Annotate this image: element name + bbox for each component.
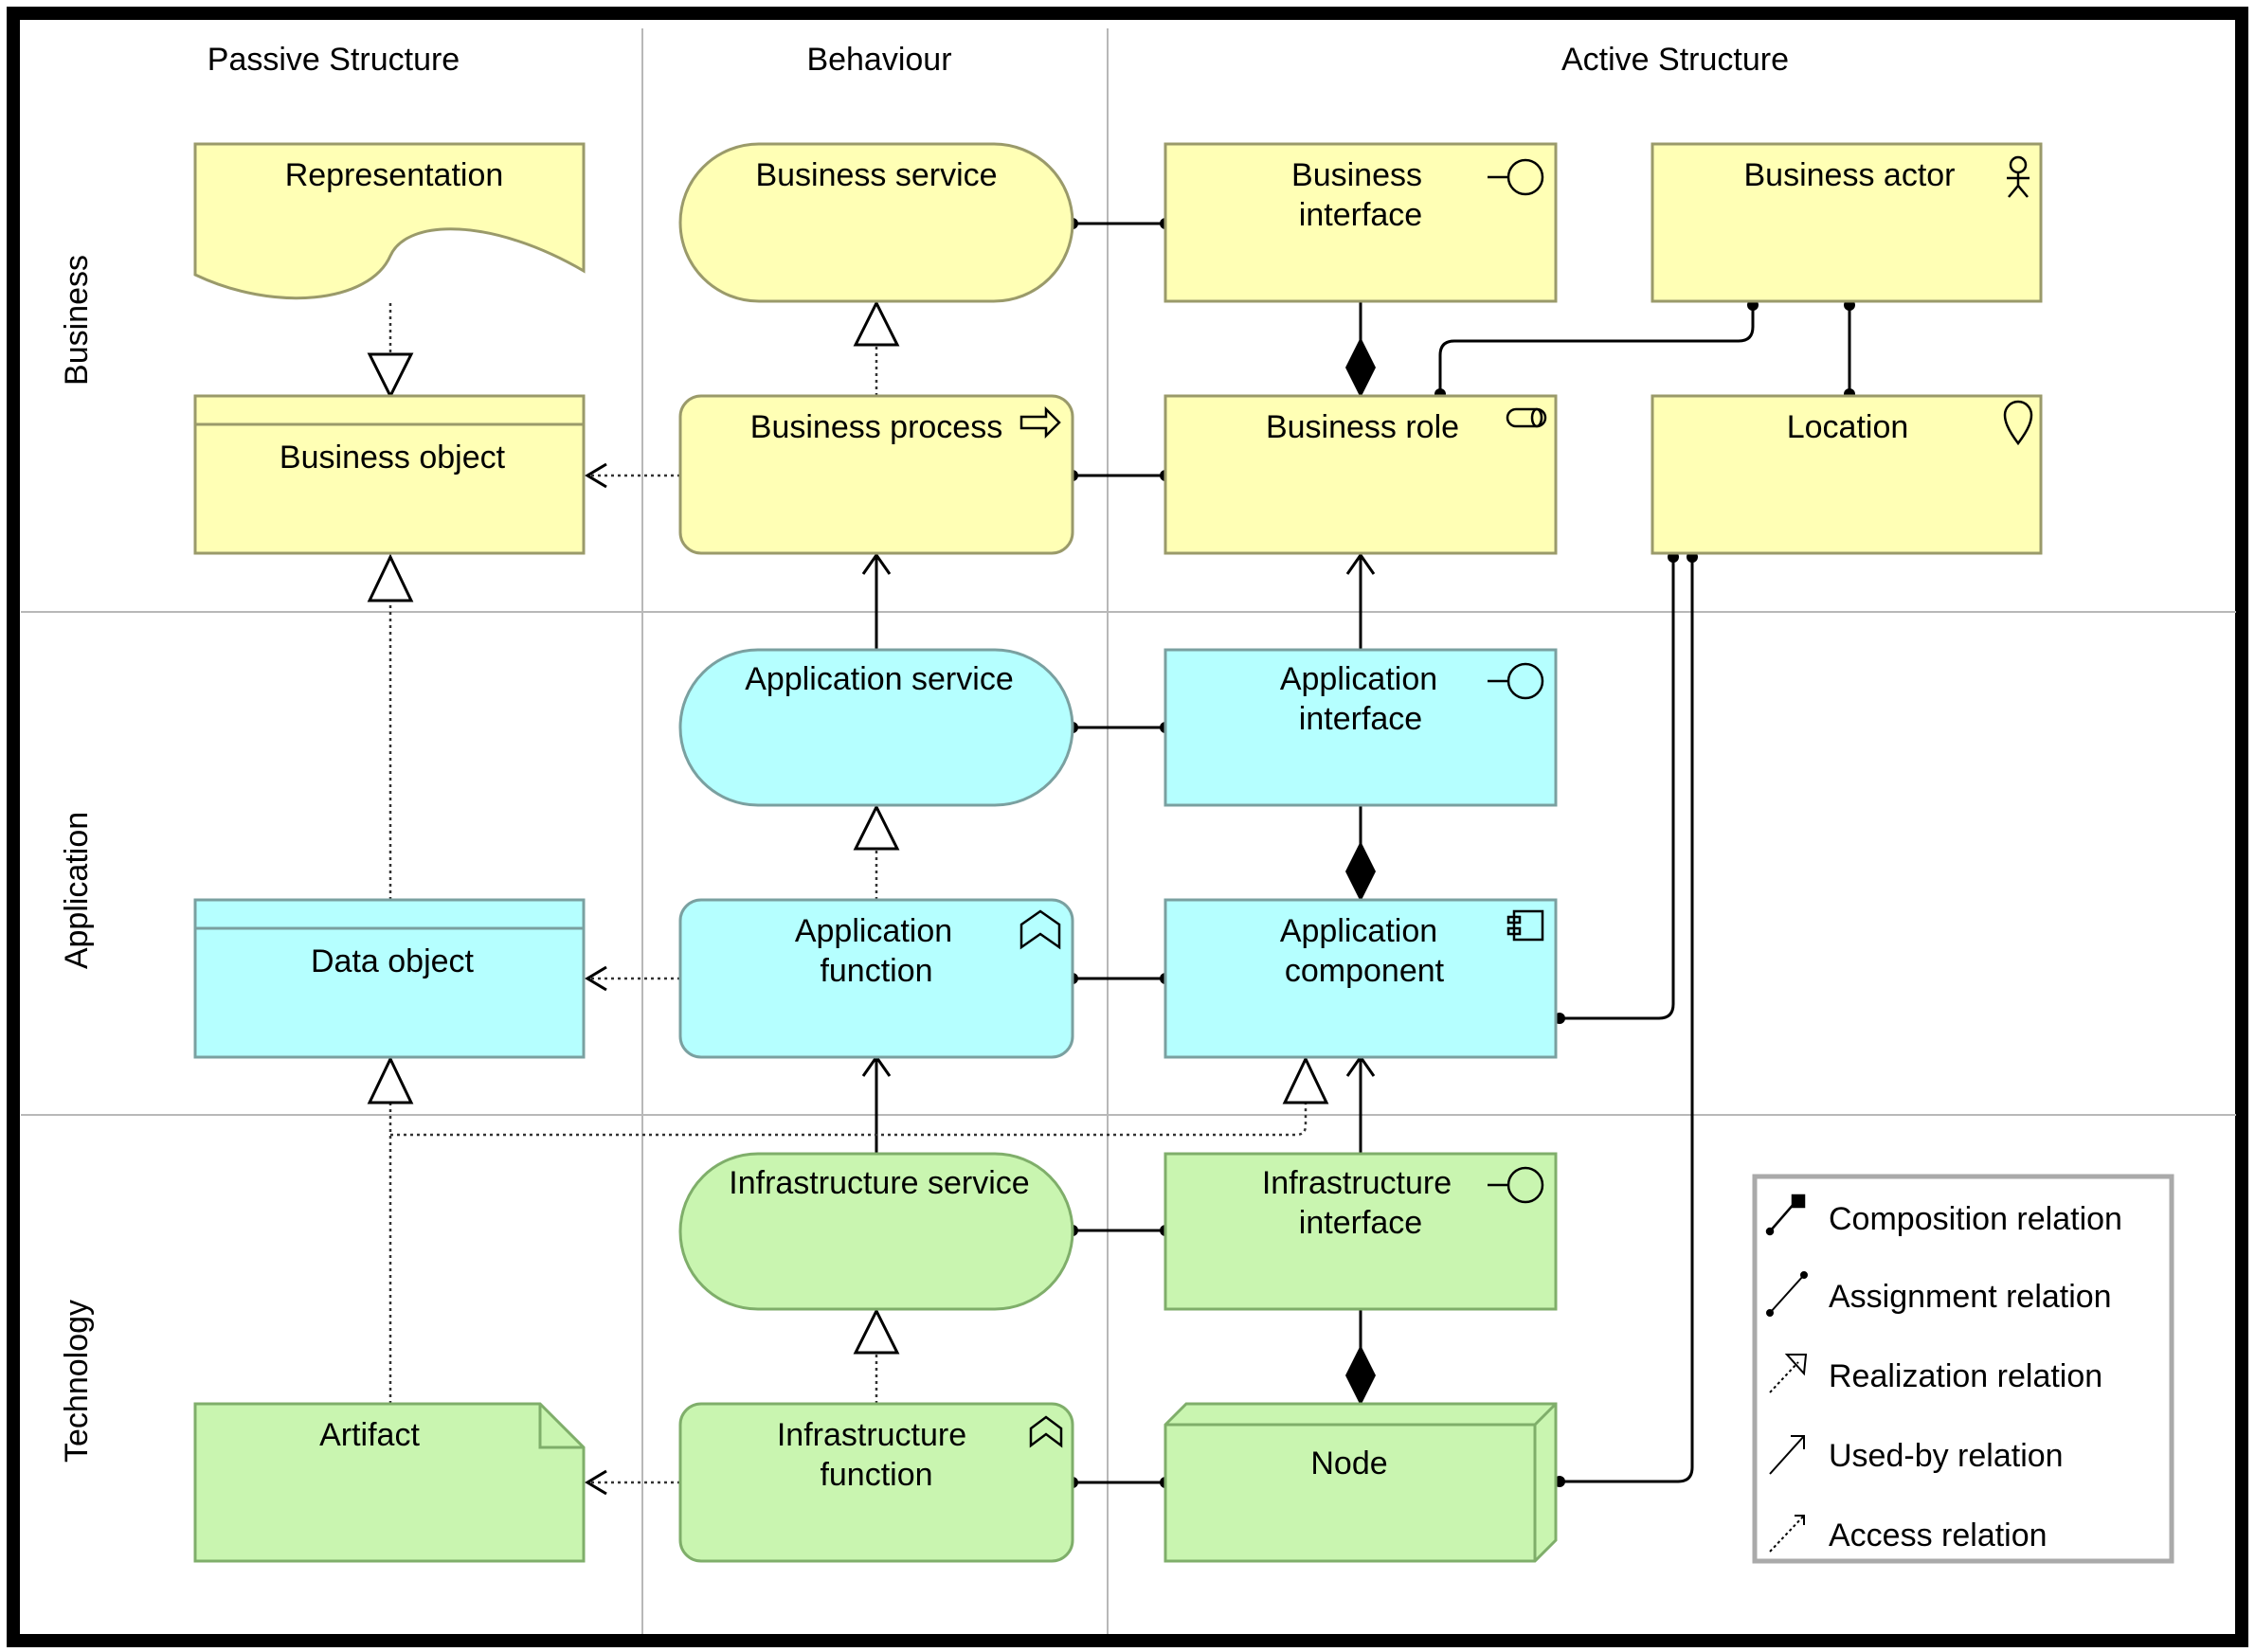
row-header-application: Application xyxy=(59,812,95,969)
location-pin-icon xyxy=(2003,400,2033,446)
interface-icon xyxy=(1488,662,1544,700)
data-object-label: Data object xyxy=(311,943,475,979)
element-data-object[interactable]: Data object xyxy=(193,898,586,1059)
business-object-label: Business object xyxy=(280,440,506,476)
business-service-label: Business service xyxy=(755,157,997,193)
legend-assignment-label: Assignment relation xyxy=(1829,1279,2112,1315)
legend-usedby-label: Used-by relation xyxy=(1829,1438,2064,1474)
application-component-label-1: Application xyxy=(1280,913,1437,949)
legend: Composition relation Assignment relation… xyxy=(1752,1174,2174,1564)
business-actor-label: Business actor xyxy=(1744,157,1956,193)
element-business-role[interactable]: Business role xyxy=(1164,394,1558,555)
artifact-label: Artifact xyxy=(319,1417,420,1453)
column-header-passive: Passive Structure xyxy=(207,42,460,78)
legend-usedby-icon xyxy=(1769,1435,1805,1475)
composition-diamonds xyxy=(1345,337,1376,1406)
legend-composition-icon xyxy=(1765,1194,1806,1236)
business-process-label: Business process xyxy=(750,409,1002,445)
process-arrow-icon xyxy=(1019,405,1061,440)
infrastructure-function-label-2: function xyxy=(820,1457,932,1493)
legend-realization-label: Realization relation xyxy=(1829,1358,2102,1394)
application-function-label-2: function xyxy=(820,953,932,989)
infrastructure-interface-label-1: Infrastructure xyxy=(1262,1165,1452,1201)
assignment-actor-role xyxy=(1438,305,1755,396)
access-arrowheads xyxy=(585,462,607,1496)
element-location[interactable]: Location xyxy=(1651,394,2043,555)
function-chevron-icon xyxy=(1019,909,1061,950)
element-node[interactable]: Node xyxy=(1164,1402,1558,1563)
application-interface-label-2: interface xyxy=(1299,701,1422,737)
element-infrastructure-interface[interactable]: Infrastructure interface xyxy=(1164,1152,1558,1311)
component-icon xyxy=(1506,909,1544,942)
element-application-function[interactable]: Application function xyxy=(678,898,1074,1059)
element-business-object[interactable]: Business object xyxy=(193,394,586,555)
legend-assignment-icon xyxy=(1766,1271,1808,1317)
node-label: Node xyxy=(1310,1446,1387,1481)
realization-arrowheads xyxy=(367,299,1329,1355)
representation-label: Representation xyxy=(285,157,504,193)
infrastructure-interface-label-2: interface xyxy=(1299,1205,1422,1241)
element-business-interface[interactable]: Business interface xyxy=(1164,142,1558,303)
legend-composition-label: Composition relation xyxy=(1829,1201,2122,1237)
actor-icon xyxy=(2007,155,2030,198)
business-interface-label-1: Business xyxy=(1291,157,1422,193)
connectors xyxy=(861,222,1851,1484)
business-interface-label-2: interface xyxy=(1299,197,1422,233)
interface-icon xyxy=(1488,158,1544,196)
column-header-behaviour: Behaviour xyxy=(806,42,951,78)
element-business-actor[interactable]: Business actor xyxy=(1651,142,2043,303)
location-label: Location xyxy=(1787,409,1909,445)
function-chevron-icon xyxy=(1029,1415,1063,1448)
legend-access-label: Access relation xyxy=(1829,1517,2048,1553)
element-infrastructure-function[interactable]: Infrastructure function xyxy=(678,1402,1074,1563)
infrastructure-function-label-1: Infrastructure xyxy=(777,1417,966,1453)
legend-realization-icon xyxy=(1769,1354,1808,1393)
relation-location-component xyxy=(1558,555,1675,1020)
element-artifact[interactable]: Artifact xyxy=(193,1402,586,1563)
row-header-technology: Technology xyxy=(59,1300,95,1463)
application-function-label-1: Application xyxy=(795,913,952,949)
infrastructure-service-label: Infrastructure service xyxy=(729,1165,1029,1201)
element-infrastructure-service[interactable]: Infrastructure service xyxy=(678,1152,1074,1311)
element-application-component[interactable]: Application component xyxy=(1164,898,1558,1059)
application-service-label: Application service xyxy=(745,661,1013,697)
business-role-label: Business role xyxy=(1266,409,1459,445)
application-interface-label-1: Application xyxy=(1280,661,1437,697)
element-application-interface[interactable]: Application interface xyxy=(1164,648,1558,807)
relation-location-node xyxy=(1558,555,1694,1483)
application-component-label-2: component xyxy=(1285,953,1445,989)
legend-access-icon xyxy=(1769,1515,1805,1553)
element-business-service[interactable]: Business service xyxy=(678,142,1074,303)
element-representation[interactable]: Representation xyxy=(193,142,586,300)
element-business-process[interactable]: Business process xyxy=(678,394,1074,555)
legend-box xyxy=(1752,1174,2174,1564)
role-icon xyxy=(1506,407,1547,428)
column-header-active: Active Structure xyxy=(1561,42,1789,78)
interface-icon xyxy=(1488,1166,1544,1204)
dotted-relations xyxy=(388,303,1308,1484)
row-header-business: Business xyxy=(59,255,95,386)
element-application-service[interactable]: Application service xyxy=(678,648,1074,807)
